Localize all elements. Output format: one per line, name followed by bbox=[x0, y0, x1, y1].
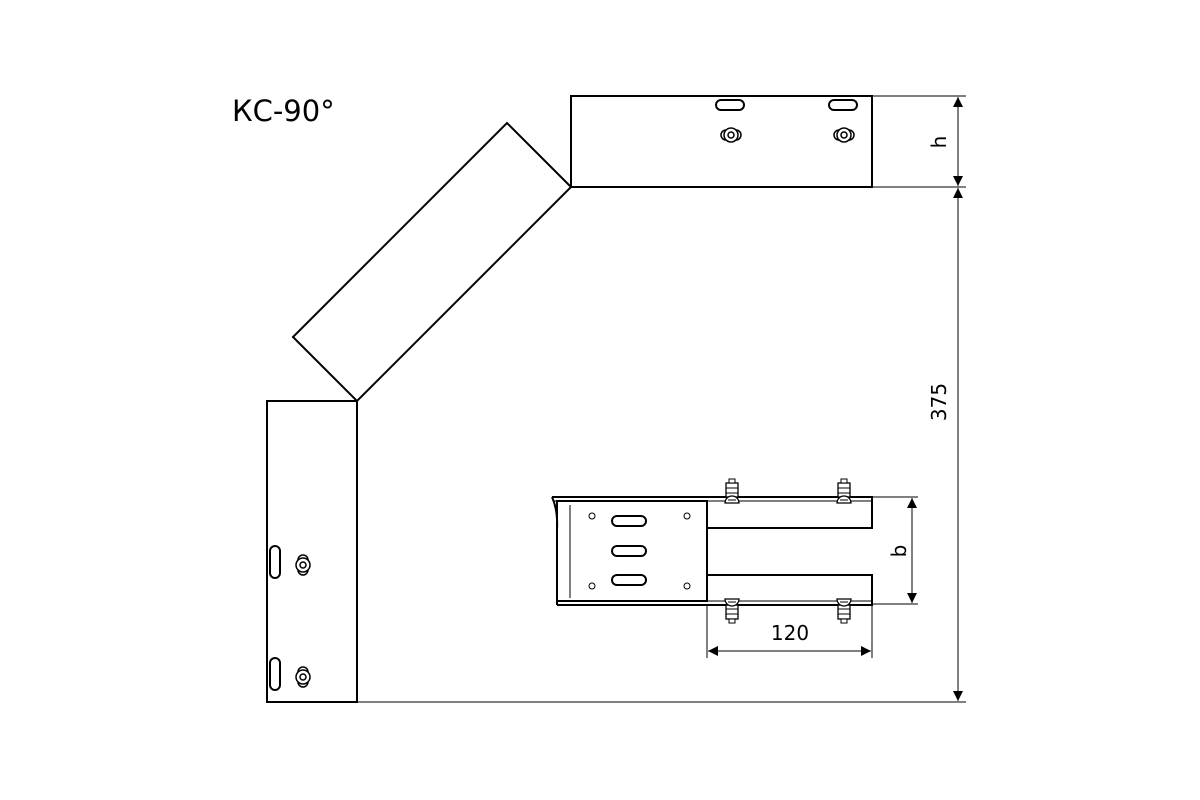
dimension-375-label: 375 bbox=[927, 383, 951, 421]
connection-detail bbox=[551, 478, 873, 624]
drawing-title: КС-90° bbox=[232, 94, 335, 128]
left-straight-section bbox=[266, 400, 358, 703]
dimension-h: h bbox=[872, 95, 966, 188]
bolt-icon bbox=[836, 478, 852, 504]
diagonal-section bbox=[291, 121, 573, 403]
bolt-icon bbox=[836, 598, 852, 624]
dimension-b: b bbox=[872, 496, 918, 605]
dimension-120-label: 120 bbox=[771, 621, 809, 645]
dimension-b-label: b bbox=[887, 545, 911, 558]
wing-nut-icon bbox=[295, 554, 311, 576]
dimension-120: 120 bbox=[706, 605, 873, 658]
bolt-icon bbox=[724, 598, 740, 624]
bolt-icon bbox=[724, 478, 740, 504]
wing-nut-icon bbox=[295, 666, 311, 688]
dimension-h-label: h bbox=[927, 136, 951, 149]
wing-nut-icon bbox=[720, 127, 742, 143]
top-straight-section bbox=[570, 95, 873, 188]
dimension-375: 375 bbox=[357, 188, 966, 703]
wing-nut-icon bbox=[833, 127, 855, 143]
